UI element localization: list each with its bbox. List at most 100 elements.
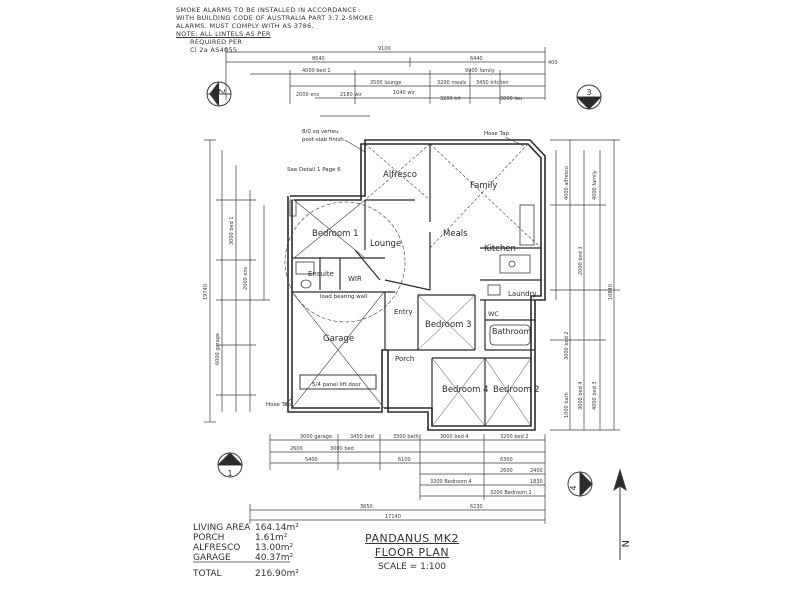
dim-bath-depth: 1000 bath — [564, 392, 570, 418]
room-garage: Garage — [323, 334, 354, 344]
section-3-label: 3 — [586, 88, 591, 97]
dim-bed1-depth: 3000 bed 1 — [229, 216, 235, 245]
dim-kitchen-width: 3450 kitchen — [476, 80, 509, 86]
dim-2400: 2400 — [530, 468, 543, 474]
dim-5400: 5400 — [305, 457, 318, 463]
room-bathroom: Bathroom — [492, 327, 532, 336]
dim-overall-depth-right: 10840 — [608, 284, 614, 300]
area-label: ALFRESCO — [193, 543, 241, 553]
dim-bed3-depth: 2000 bed 3 — [578, 246, 584, 275]
note-line-4: NOTE: ALL LINTELS AS PER — [176, 30, 271, 38]
dim-bedroom2-b: 3200 Bedroom 2 — [490, 490, 532, 496]
dim-kit-width: 3200 kit — [440, 96, 461, 102]
dim-ensuite-width: 2000 ens — [296, 92, 320, 98]
dim-bed1-width: 4000 bed 1 — [302, 68, 331, 74]
dim-wir-width: 2180 wir — [340, 92, 363, 98]
dim-lounge-width: 3500 lounge — [370, 80, 401, 86]
left-dimensions — [204, 139, 270, 423]
kitchen-sink — [508, 260, 516, 268]
room-meals: Meals — [443, 229, 468, 239]
dim-top-right: 6440 — [470, 56, 483, 62]
plan-subtitle: FLOOR PLAN — [374, 546, 450, 559]
room-entry: Entry — [394, 308, 413, 316]
alfresco-diagonals — [364, 143, 542, 249]
area-total-row: TOTAL 216.90m² — [193, 569, 305, 579]
dim-bedroom4-b: 3300 Bedroom 4 — [430, 479, 472, 485]
robe — [289, 199, 297, 217]
top-dimensions — [225, 47, 546, 117]
callout-hose-tap-top: Hose Tap — [484, 131, 509, 137]
right-dimensions — [550, 139, 620, 431]
dim-6300: 6300 — [500, 457, 513, 463]
dim-3000-bed: 3000 bed — [330, 446, 354, 452]
room-wir: WIR — [348, 275, 362, 283]
dim-ensuite-depth: 2000 ens — [243, 266, 249, 290]
room-lounge: Lounge — [370, 239, 401, 249]
north-label: N — [619, 540, 630, 547]
callout-load-bearing: load bearing wall — [320, 294, 368, 300]
note-line-5: REQUIRED PER — [190, 38, 243, 46]
area-value: 1.61m² — [255, 533, 288, 543]
area-schedule: LIVING AREA 164.14m² PORCH 1.61m² ALFRES… — [193, 523, 305, 579]
room-bedroom1: Bedroom 1 — [312, 229, 359, 239]
dim-2600-b: 2600 — [500, 468, 513, 474]
plan-scale: SCALE = 1:100 — [377, 562, 447, 572]
bedroom-diagonals — [417, 294, 532, 427]
area-label: PORCH — [193, 533, 225, 543]
room-wc: WC — [488, 310, 499, 318]
area-value: 13.00m² — [255, 543, 294, 553]
section-marker-1 — [217, 452, 243, 478]
interior-walls — [292, 144, 541, 426]
bottom-dimensions — [249, 434, 546, 524]
kitchen-bench — [499, 254, 531, 274]
dim-laundry-width: 3000 lau — [500, 96, 522, 102]
section-1-label: 1 — [227, 469, 232, 478]
dim-top-left: 8640 — [312, 56, 325, 62]
dim-bed2-b: 3200 bed 2 — [500, 434, 529, 440]
dim-wir-width-2: 1040 wir — [393, 90, 416, 96]
dim-meals-width: 3200 meals — [437, 80, 467, 86]
plan-name: PANDANUS MK2 — [365, 532, 459, 545]
north-arrow-icon — [613, 468, 627, 560]
section-4-label: 4 — [569, 485, 578, 490]
room-family: Family — [470, 181, 497, 191]
note-line-6: Cl 2a AS4055 — [190, 46, 238, 54]
dim-bed-b1: 3000 garage — [300, 434, 332, 440]
callout-panel-door: 5/4 panel lift door — [312, 382, 362, 388]
laundry-trough — [487, 284, 501, 296]
area-value: 40.37m² — [255, 553, 294, 563]
dim-400: 400 — [548, 60, 558, 66]
area-row: GARAGE 40.37m² — [193, 553, 305, 563]
dim-bed4-b: 3000 bed 4 — [440, 434, 469, 440]
dim-bed-b2: 3450 bed — [350, 434, 374, 440]
area-row: LIVING AREA 164.14m² — [193, 523, 305, 533]
dim-bottom-overall: 17140 — [385, 514, 401, 520]
room-bedroom2: Bedroom 2 — [493, 385, 540, 395]
callout-see-detail: See Detail 1 Page 6 — [287, 167, 341, 173]
note-line-3: ALARMS. MUST COMPLY WITH AS 3786. — [176, 22, 314, 30]
callout-verandah: 8/0 sq verteu — [302, 129, 339, 135]
dim-overall-depth: 19740 — [203, 284, 209, 300]
room-laundry: Laundry — [508, 290, 537, 298]
dim-bed3-depth-2: 4000 bed 3 — [592, 381, 598, 410]
dim-6100: 6100 — [398, 457, 411, 463]
area-label: LIVING AREA — [193, 523, 251, 533]
section-marker-3 — [576, 84, 602, 110]
general-notes: SMOKE ALARMS TO BE INSTALLED IN ACCORDAN… — [176, 6, 373, 54]
dim-bed2-depth: 3000 bed 2 — [564, 331, 570, 360]
total-value: 216.90m² — [255, 569, 299, 579]
dim-6230: 6230 — [470, 504, 483, 510]
dim-family-width: 9900 family — [465, 68, 495, 74]
ensuite-toilet — [300, 279, 312, 289]
dim-2600: 2600 — [290, 446, 303, 452]
area-label: GARAGE — [193, 553, 231, 563]
total-label: TOTAL — [193, 569, 222, 579]
room-bedroom3: Bedroom 3 — [425, 320, 472, 330]
dim-3650: 3650 — [360, 504, 373, 510]
section-marker-4 — [567, 471, 593, 497]
room-bedroom4: Bedroom 4 — [442, 385, 489, 395]
area-value: 164.14m² — [255, 523, 299, 533]
kitchen-pantry — [519, 204, 535, 246]
note-line-1: SMOKE ALARMS TO BE INSTALLED IN ACCORDAN… — [176, 6, 357, 14]
